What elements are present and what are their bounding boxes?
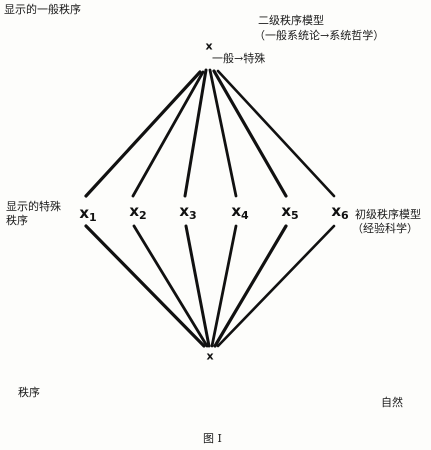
node-x5: x5 — [281, 202, 299, 222]
node-x4: x4 — [231, 202, 249, 222]
edge-x3-to-bottom — [184, 224, 211, 348]
node-x1: x1 — [79, 204, 97, 224]
label-general-to-specific: 一般→特殊 — [212, 52, 266, 65]
node-x3: x3 — [179, 202, 197, 222]
label-first-model-line1: 初级秩序模型 — [355, 208, 421, 221]
figure-caption: 图 I — [203, 432, 222, 445]
edge-x3-to-top — [183, 68, 208, 198]
edge-x2-to-bottom — [132, 224, 209, 348]
label-specific-order-line2: 秩序 — [6, 214, 28, 227]
edge-x5-to-top — [212, 69, 288, 198]
label-specific-order-line1: 显示的特殊 — [6, 200, 61, 213]
edge-x6-to-bottom — [216, 224, 336, 348]
edge-x2-to-top — [131, 70, 205, 198]
edge-x1-to-bottom — [84, 224, 206, 348]
label-nature: 自然 — [381, 396, 403, 409]
node-top: x — [205, 39, 213, 53]
node-bottom: x — [206, 349, 214, 363]
edge-x5-to-bottom — [213, 224, 288, 348]
edge-x1-to-top — [84, 70, 202, 198]
label-first-model-line2: （经验科学） — [352, 222, 418, 235]
edge-x4-to-top — [208, 68, 238, 198]
label-second-model-line1: 二级秩序模型 — [258, 14, 324, 27]
node-x6: x6 — [331, 202, 349, 222]
edge-x4-to-bottom — [210, 224, 238, 348]
edge-x6-to-top — [216, 69, 336, 198]
label-second-model-line2: （一般系统论→系统哲学） — [254, 29, 385, 42]
label-general-order: 显示的一般秩序 — [4, 3, 81, 16]
node-x2: x2 — [129, 202, 147, 222]
label-order: 秩序 — [18, 386, 40, 399]
